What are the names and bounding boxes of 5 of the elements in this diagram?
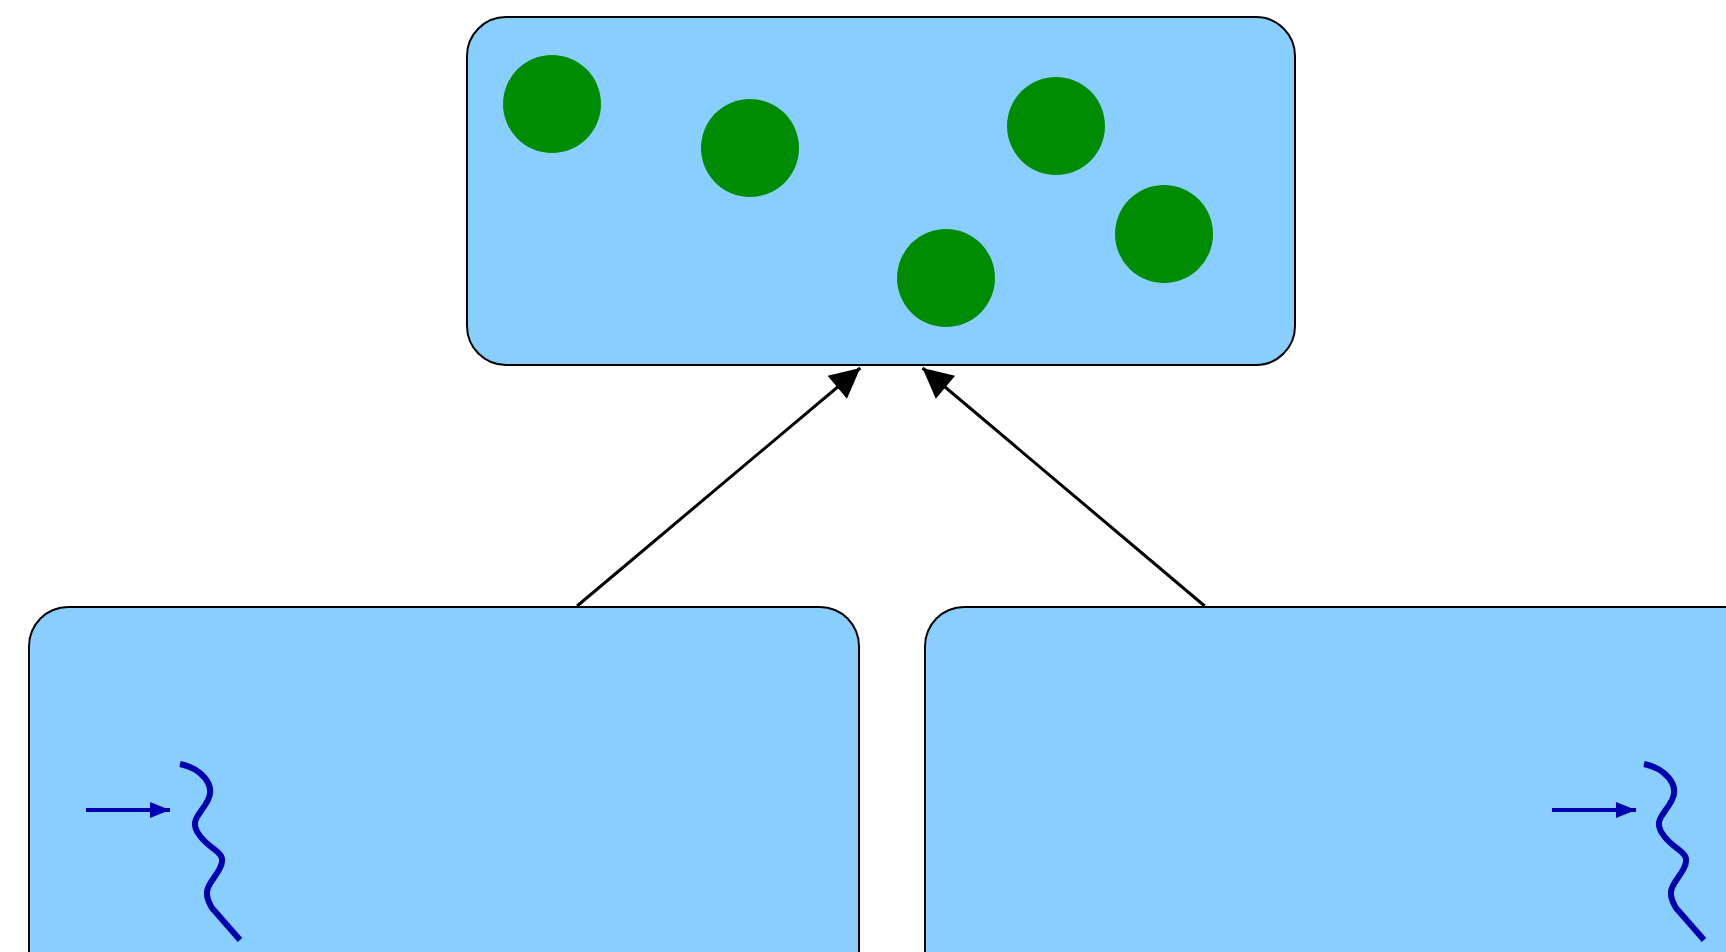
rounded-box [28, 606, 860, 952]
rounded-box [924, 606, 1726, 952]
arrow [921, 366, 1206, 608]
arrow [576, 366, 862, 608]
rounded-box [466, 16, 1296, 366]
